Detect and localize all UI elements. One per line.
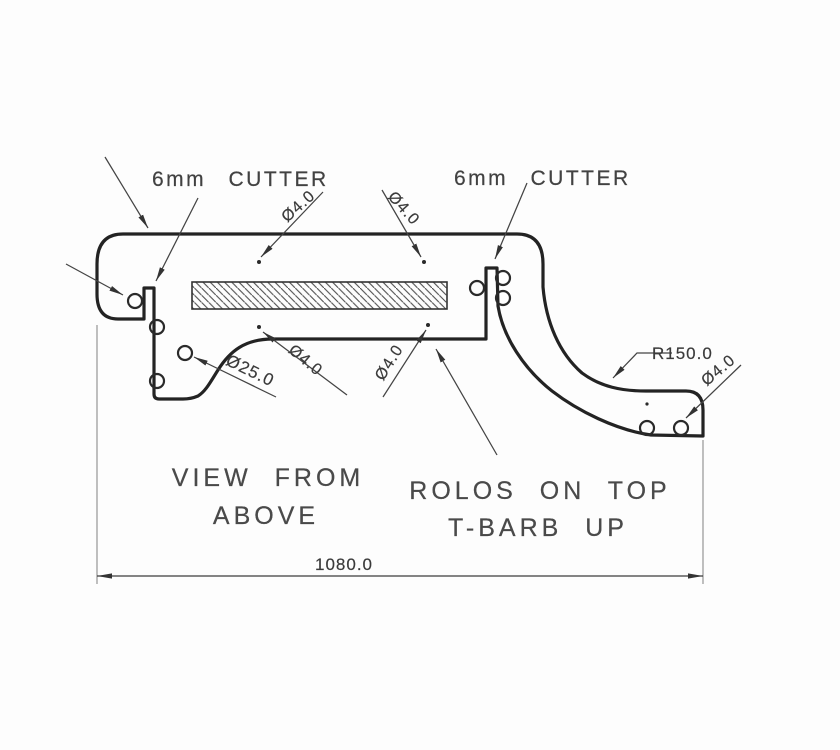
leader-line [104, 156, 149, 229]
leader-line [155, 197, 199, 282]
dimension-arrow-right [688, 573, 703, 579]
note-view-from: VIEW FROM [171, 464, 365, 492]
hole-center-dot [645, 402, 649, 406]
length-dimension [96, 325, 704, 584]
leader-line [193, 356, 277, 398]
leader-line [262, 331, 348, 396]
part-outline [95, 232, 705, 438]
label-6mm-cutter-left: 6mm CUTTER [152, 168, 329, 191]
hole-circles [126, 269, 690, 437]
note-t-barb-up: T-BARB UP [448, 514, 628, 542]
hole-circle [126, 292, 144, 310]
note-rolos-on-top: ROLOS ON TOP [409, 477, 671, 505]
hole-circle [176, 344, 194, 362]
hole-circle [494, 289, 512, 307]
label-length-1080: 1080.0 [315, 555, 373, 574]
leader-line [494, 182, 528, 260]
slot-hatched [191, 281, 448, 310]
leader-line [382, 329, 427, 398]
leader-line [435, 348, 498, 456]
dimension-arrow-left [97, 573, 112, 579]
hole-circle [638, 419, 656, 437]
hole-center-dot [426, 323, 430, 327]
leader-line [65, 263, 124, 296]
hole-circle [672, 419, 690, 437]
label-6mm-cutter-right: 6mm CUTTER [454, 167, 631, 190]
hole-circle [468, 279, 486, 297]
hole-center-dot [257, 325, 261, 329]
hole-circle [148, 318, 166, 336]
hole-center-dot [422, 260, 426, 264]
hole-circle [494, 269, 512, 287]
leader-lines [65, 156, 742, 456]
label-r150: R150.0 [652, 344, 713, 363]
hole-circle [148, 372, 166, 390]
note-above: ABOVE [212, 502, 320, 530]
hole-center-dots [257, 260, 649, 406]
leader-line [612, 352, 672, 379]
hole-center-dot [257, 260, 261, 264]
leader-line [260, 191, 324, 258]
leader-line [685, 364, 742, 419]
leader-line [381, 189, 422, 258]
